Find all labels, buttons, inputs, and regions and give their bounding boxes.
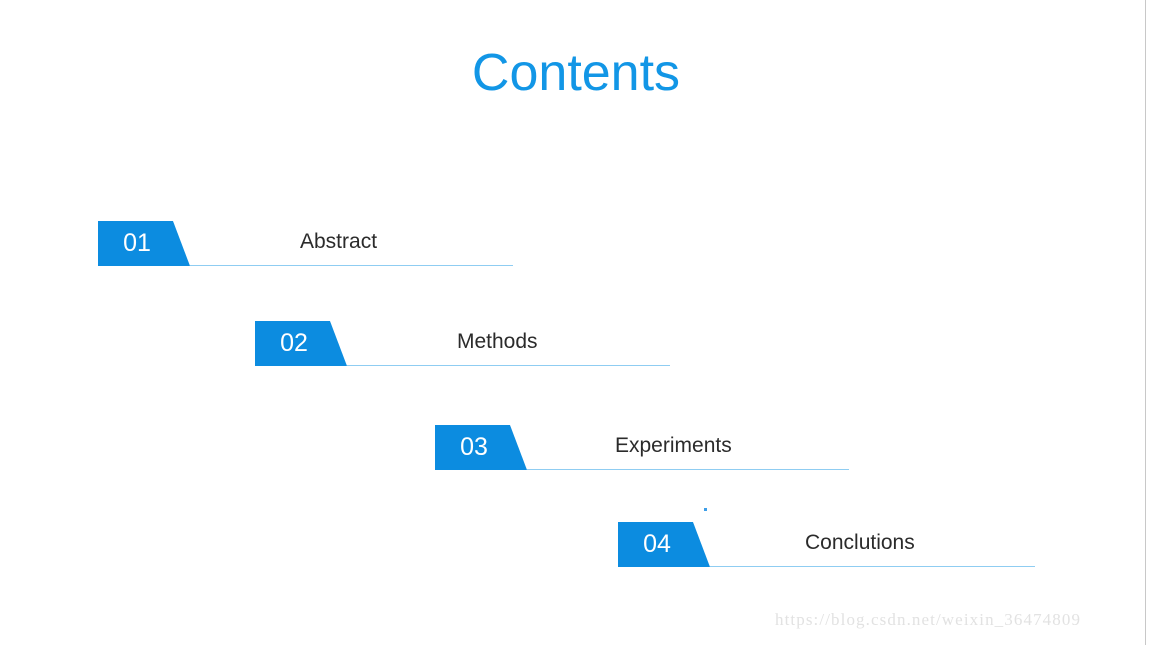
toc-item-experiments[interactable]: 03 Experiments bbox=[435, 425, 905, 473]
toc-number-badge: 02 bbox=[255, 321, 347, 366]
toc-item-conclusions[interactable]: 04 Conclutions bbox=[618, 522, 1088, 570]
toc-number-badge: 04 bbox=[618, 522, 710, 567]
toc-number-label: 04 bbox=[643, 530, 671, 558]
toc-underline bbox=[347, 365, 670, 366]
toc-item-label: Methods bbox=[457, 330, 538, 353]
toc-item-methods[interactable]: 02 Methods bbox=[255, 321, 725, 369]
toc-number-badge: 03 bbox=[435, 425, 527, 470]
toc-number-label: 03 bbox=[460, 433, 488, 461]
toc-number-label: 02 bbox=[280, 329, 308, 357]
toc-underline bbox=[190, 265, 513, 266]
toc-number-label: 01 bbox=[123, 229, 151, 257]
watermark-url: https://blog.csdn.net/weixin_36474809 bbox=[775, 610, 1082, 629]
page-title: Contents bbox=[471, 44, 681, 102]
toc-item-label: Abstract bbox=[300, 230, 378, 253]
toc-underline bbox=[527, 469, 849, 470]
toc-underline bbox=[710, 566, 1035, 567]
stray-dot-artifact bbox=[704, 508, 707, 511]
slide-right-border bbox=[1145, 0, 1146, 645]
toc-item-label: Conclutions bbox=[805, 531, 915, 554]
toc-item-label: Experiments bbox=[615, 434, 732, 457]
toc-number-badge: 01 bbox=[98, 221, 190, 266]
toc-item-abstract[interactable]: 01 Abstract bbox=[98, 221, 568, 269]
